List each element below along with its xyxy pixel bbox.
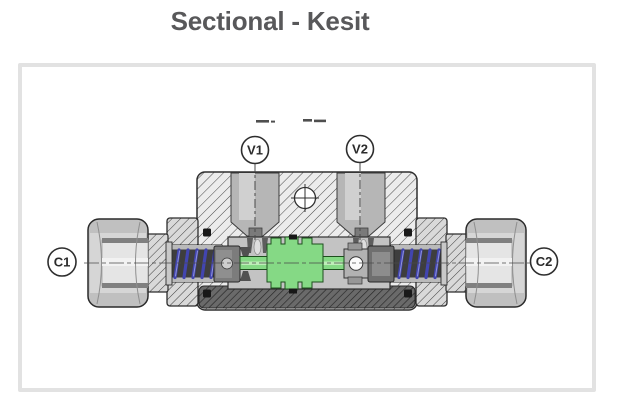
label-v2: V2 [345,134,375,164]
right-check-cartridge [343,241,448,286]
left-poppet [213,245,251,283]
shuttle-seal-top [289,234,297,240]
o-ring-seals [203,228,412,298]
figure-title: Sectional - Kesit [170,6,370,36]
svg-text:V1: V1 [247,143,263,158]
cropped-text-remnants [256,119,326,123]
pilot-passage-v1 [247,238,268,255]
port-v2-bore [336,172,386,238]
label-c2: C2 [529,247,559,276]
crosshair-hole-icon [291,184,319,212]
shuttle-seal-bottom [289,288,297,294]
label-c1: C1 [47,247,77,277]
right-spool-holder [343,242,369,285]
label-v1: V1 [240,135,270,165]
left-check-cartridge [165,241,251,286]
right-spring [397,248,441,280]
right-poppet [367,245,395,283]
svg-text:V2: V2 [352,142,368,157]
svg-text:C1: C1 [54,255,71,270]
svg-text:C2: C2 [536,254,553,269]
